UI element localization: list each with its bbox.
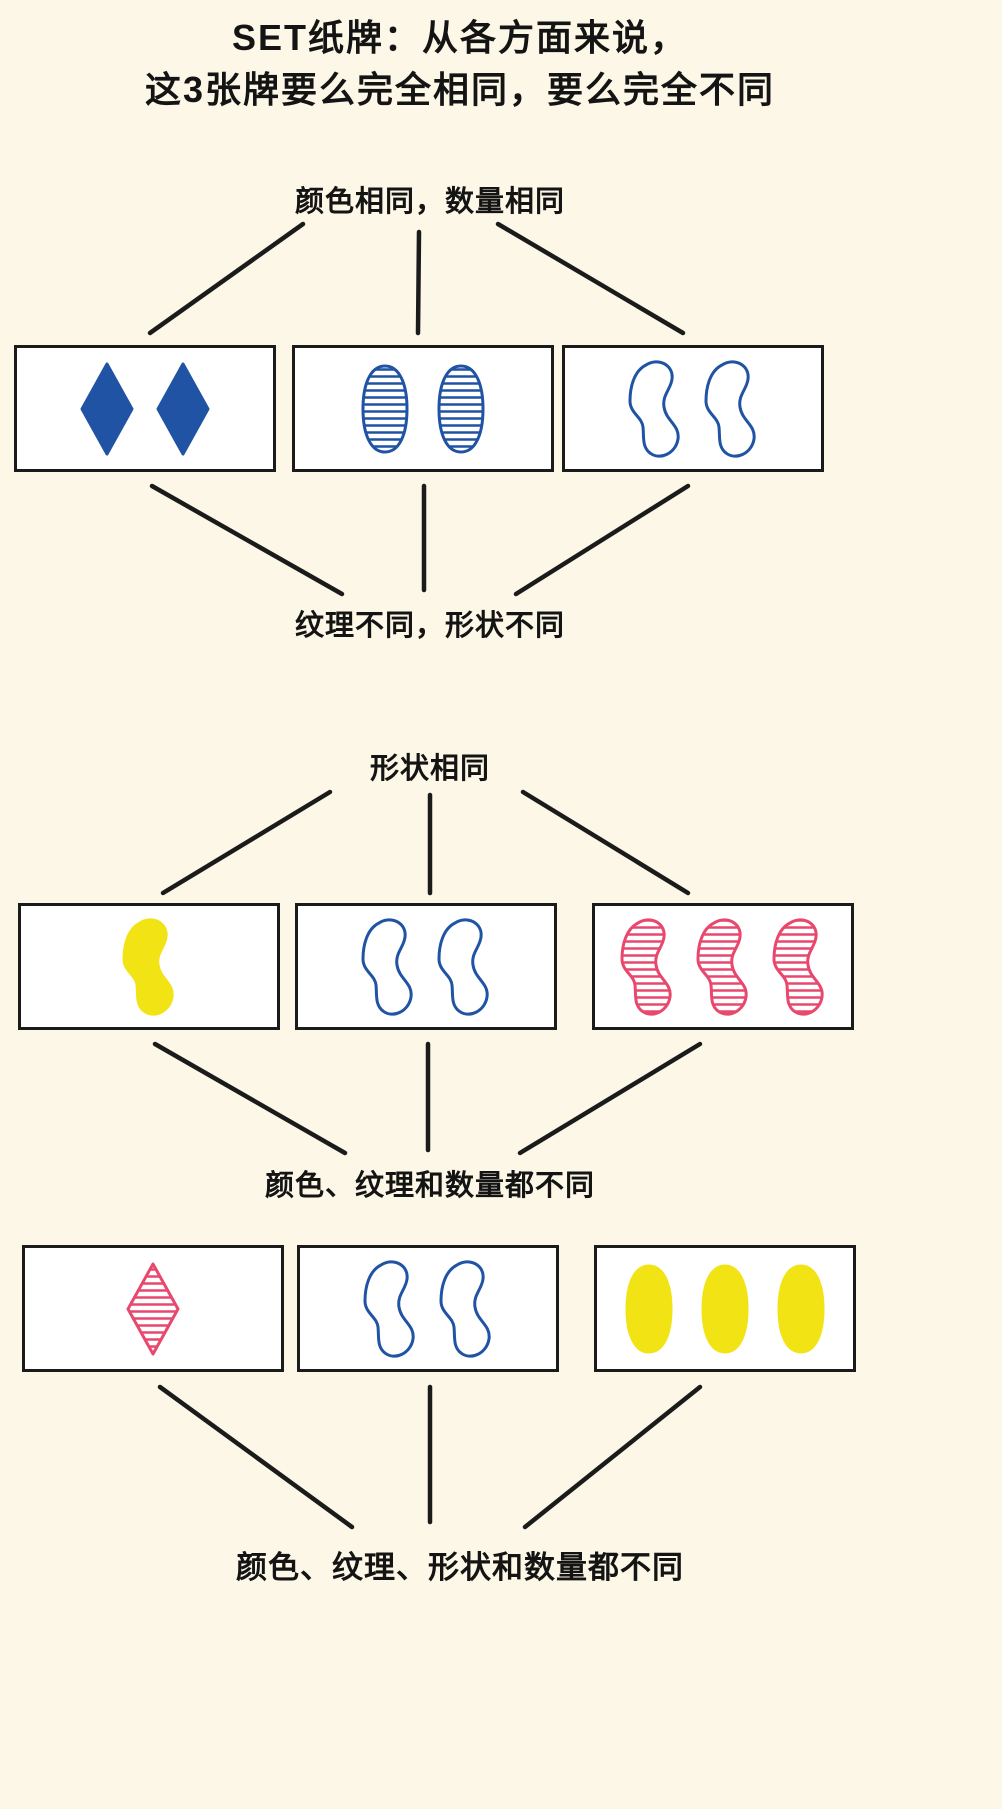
blue-solid-diamond-icon bbox=[80, 362, 134, 455]
blue-striped-oval-icon bbox=[361, 364, 409, 453]
blue-outline-squiggle-icon bbox=[363, 1259, 415, 1358]
blue-outline-squiggle-icon bbox=[628, 359, 680, 458]
yellow-solid-oval-icon bbox=[777, 1264, 825, 1353]
blue-outline-squiggle-icon bbox=[361, 917, 413, 1016]
connector-line bbox=[157, 1384, 355, 1530]
red-striped-squiggle-icon bbox=[696, 917, 748, 1016]
set-card-row1-2 bbox=[292, 345, 554, 472]
red-striped-squiggle-icon bbox=[620, 917, 672, 1016]
relation-label-top-1: 颜色相同，数量相同 bbox=[294, 186, 565, 218]
set-card-row2-1 bbox=[18, 903, 280, 1030]
yellow-solid-oval-icon bbox=[701, 1264, 749, 1353]
set-card-row1-3 bbox=[562, 345, 824, 472]
blue-solid-diamond-icon bbox=[156, 362, 210, 455]
connector-line bbox=[517, 1041, 703, 1156]
set-card-row1-1 bbox=[14, 345, 276, 472]
connector-line bbox=[522, 1384, 703, 1530]
page-title-line2: 这3张牌要么完全相同，要么完全不同 bbox=[144, 69, 776, 111]
blue-outline-squiggle-icon bbox=[437, 917, 489, 1016]
connector-line bbox=[152, 1041, 348, 1156]
connector-line bbox=[495, 221, 686, 336]
relation-label-bottom-1: 纹理不同，形状不同 bbox=[294, 610, 565, 642]
set-card-row2-2 bbox=[295, 903, 557, 1030]
connector-line bbox=[513, 483, 691, 597]
yellow-solid-oval-icon bbox=[625, 1264, 673, 1353]
red-striped-diamond-icon bbox=[126, 1262, 180, 1355]
blue-striped-oval-icon bbox=[437, 364, 485, 453]
blue-outline-squiggle-icon bbox=[704, 359, 756, 458]
connector-line bbox=[149, 483, 345, 597]
blue-outline-squiggle-icon bbox=[439, 1259, 491, 1358]
set-card-row2-3 bbox=[592, 903, 854, 1030]
set-card-row3-3 bbox=[594, 1245, 856, 1372]
relation-label-bottom-3: 颜色、纹理、形状和数量都不同 bbox=[236, 1550, 684, 1585]
set-card-row3-2 bbox=[297, 1245, 559, 1372]
relation-label-bottom-2: 颜色、纹理和数量都不同 bbox=[264, 1170, 595, 1202]
page-title: SET纸牌：从各方面来说， 这3张牌要么完全相同，要么完全不同 bbox=[0, 12, 920, 116]
yellow-solid-squiggle-icon bbox=[122, 917, 174, 1016]
set-card-row3-1 bbox=[22, 1245, 284, 1372]
relation-label-top-2: 形状相同 bbox=[369, 753, 490, 785]
connector-line bbox=[415, 229, 422, 336]
connector-line bbox=[520, 789, 691, 896]
connector-line bbox=[160, 789, 333, 896]
connector-line bbox=[147, 221, 306, 336]
page-title-line1: SET纸牌：从各方面来说， bbox=[231, 17, 688, 58]
red-striped-squiggle-icon bbox=[772, 917, 824, 1016]
